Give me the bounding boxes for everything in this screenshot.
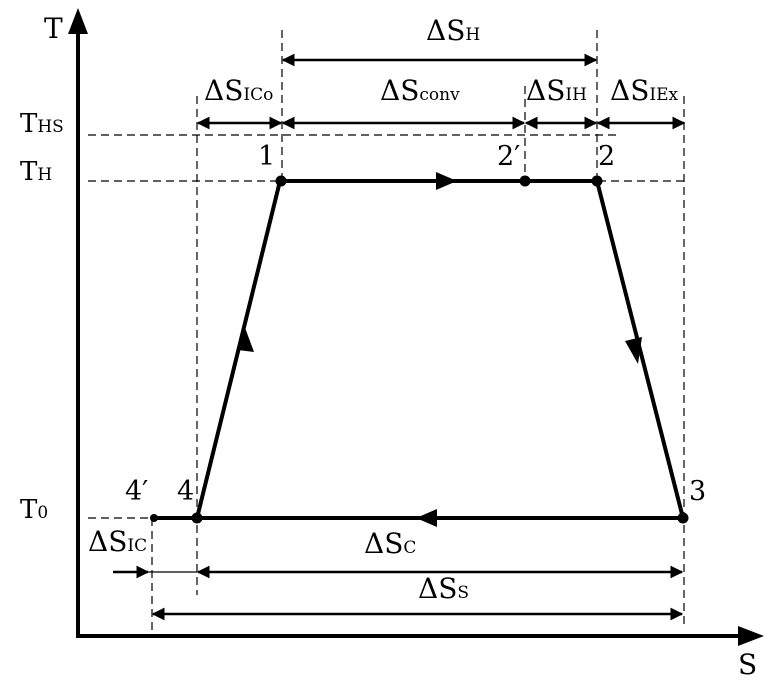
point-labels: 1 2′ 2 3 4 4′ [125,141,706,507]
dimension-arrows [113,53,686,621]
t0-label: T0 [20,495,48,525]
entropy-axis-arrowhead [738,626,764,646]
state-point-1 [275,175,287,187]
axes: T S [44,8,764,681]
state-point-3 [677,512,689,524]
dsc-label: ΔSC [364,527,416,560]
point-label-4: 4 [177,476,194,507]
dsic-label: ΔSIC [88,525,147,558]
flow-arrow-1-2 [436,172,457,190]
point-label-2prime: 2′ [497,141,520,172]
cycle-path [151,172,685,527]
state-point-4 [191,512,203,524]
dsconv-label: ΔSconv [380,74,460,107]
entropy-axis-label: S [738,648,757,681]
ths-label: THS [20,109,64,139]
state-point-4prime [150,514,158,522]
dsiex-label: ΔSIEx [610,74,679,107]
flow-arrow-3-4 [416,509,437,527]
temperature-axis-arrowhead [68,8,88,34]
point-label-1: 1 [258,141,275,172]
temperature-axis-label: T [44,12,63,45]
state-points [150,175,689,524]
point-label-3: 3 [689,476,706,507]
state-point-2prime [519,175,531,187]
temperature-labels: THS TH T0 [20,109,64,525]
dss-label: ΔSS [418,572,469,605]
point-label-2: 2 [598,141,615,172]
point-label-4prime: 4′ [125,476,148,507]
guide-lines [88,30,685,630]
dsh-label: ΔSH [426,14,480,47]
flow-arrow-2-3 [625,337,642,364]
th-label: TH [20,157,52,187]
dsih-label: ΔSIH [526,74,587,107]
dimension-labels: ΔSH ΔSICo ΔSconv ΔSIH ΔSIEx ΔSIC ΔSC ΔSS [88,14,679,605]
flow-arrow-4-1 [238,325,254,352]
dsico-label: ΔSICo [204,74,273,107]
state-point-2 [591,175,603,187]
